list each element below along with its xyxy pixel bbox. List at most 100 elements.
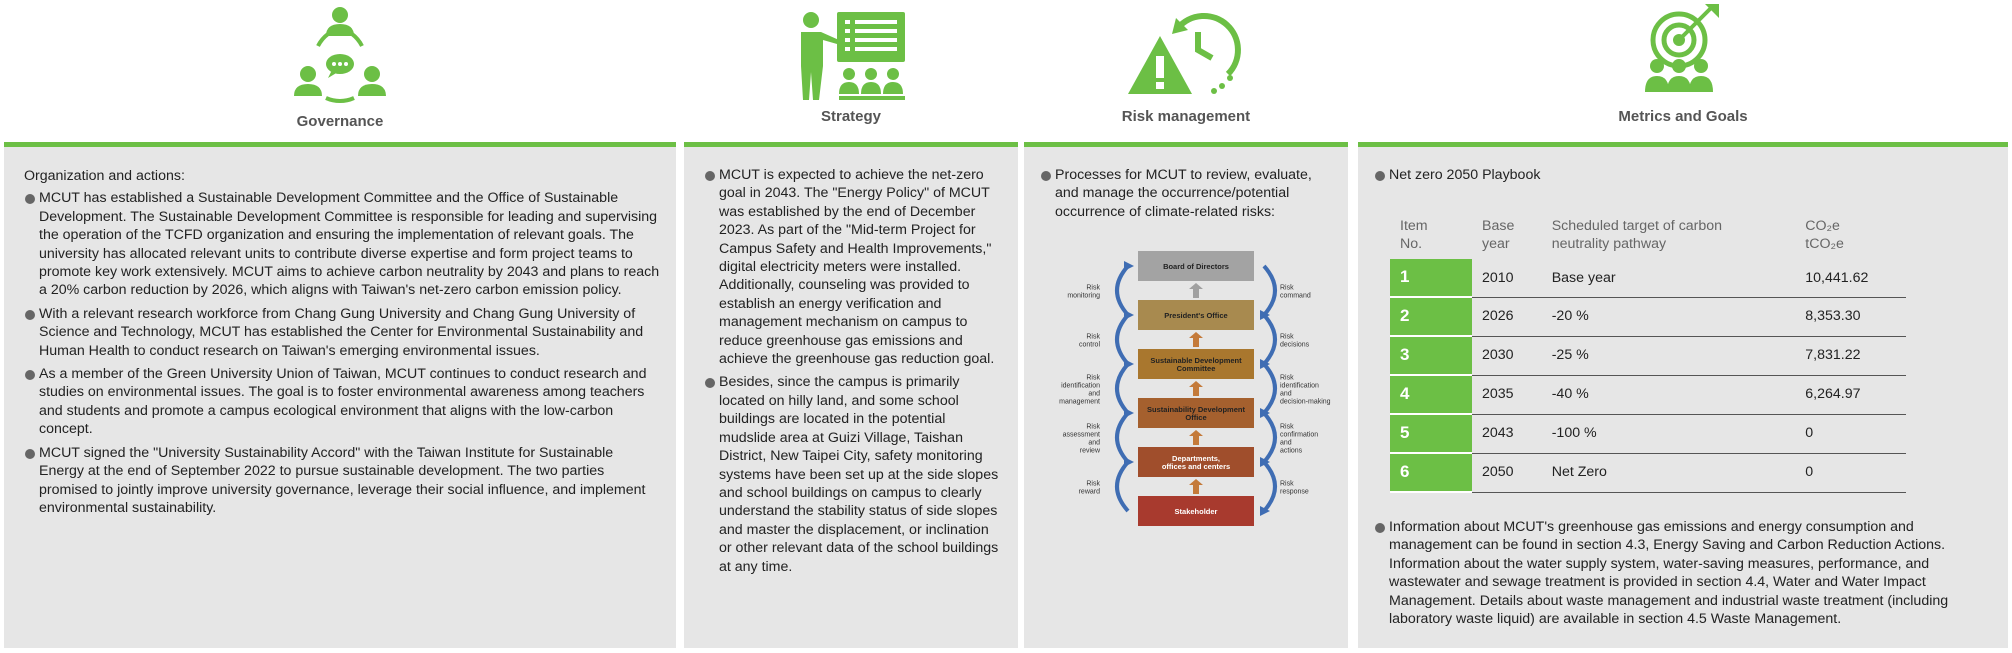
arrowhead-icon [1124,310,1134,320]
cycle-arrow-icon [1262,411,1277,464]
process-box: Board of Directors [1138,251,1254,281]
governance-accent-bar [4,142,676,147]
list-item: Information about MCUT's greenhouse gas … [1374,518,1986,628]
right-risk-label: and [1280,440,1292,447]
risk-column: Risk management Processes for MCUT to re… [1024,0,1348,653]
right-risk-label: response [1280,489,1309,496]
left-risk-label: and [1088,391,1100,398]
process-box-label: Committee [1177,364,1216,373]
bullet-icon [705,171,715,181]
up-arrow-icon [1189,381,1203,396]
left-risk-label: Risk [1086,481,1100,488]
bullet-icon [1375,523,1385,533]
list-item: MCUT has established a Sustainable Devel… [24,189,660,299]
governance-intro: Organization and actions: [24,168,185,184]
bullet-icon [25,309,35,320]
right-risk-label: Risk [1280,481,1294,488]
cycle-arrow-icon [1115,362,1130,415]
right-risk-label: command [1280,293,1311,300]
risk-title: Risk management [1121,108,1251,125]
process-box-label: Departments, [1172,454,1220,463]
bullet-icon [25,448,35,459]
governance-bullet-list: MCUT has established a Sustainable Devel… [24,189,660,517]
warning-clock-icon [1128,12,1241,94]
left-risk-label: management [1059,399,1100,406]
left-risk-label: identification [1061,383,1100,390]
strategy-title: Strategy [820,108,882,125]
metrics-title: Metrics and Goals [1618,108,1748,125]
left-risk-label: Risk [1086,424,1100,431]
right-risk-label: Risk [1280,334,1294,341]
list-item: With a relevant research workforce from … [24,305,660,360]
metrics-column: Metrics and Goals Net zero 2050 Playbook… [1358,0,2008,653]
metrics-bullet-list-top: Net zero 2050 Playbook [1374,166,1540,189]
left-risk-label: assessment [1063,432,1100,439]
up-arrow-icon [1189,479,1203,494]
cycle-arrow-icon [1262,264,1277,317]
left-risk-label: control [1079,342,1100,349]
list-item: MCUT is expected to achieve the net-zero… [704,166,1004,368]
up-arrow-icon [1189,430,1203,445]
cycle-arrow-icon [1262,460,1277,513]
arrowhead-icon [1124,457,1134,467]
metrics-header: Metrics and Goals [1358,0,2008,142]
left-risk-label: and [1088,440,1100,447]
process-box-label: Sustainable Development [1150,356,1242,365]
cycle-arrow-icon [1262,362,1277,415]
process-box-label: Sustainability Development [1147,405,1245,414]
process-box: Departments,offices and centers [1138,447,1254,477]
right-risk-label: and [1280,391,1292,398]
risk-header: Risk management [1024,0,1348,142]
people-meeting-icon [294,7,386,104]
strategy-bullet-list: MCUT is expected to achieve the net-zero… [704,166,1004,576]
process-box-label: Stakeholder [1175,507,1218,516]
governance-panel: Organization and actions: MCUT has estab… [4,147,676,648]
presentation-board-icon [801,12,905,100]
right-risk-label: actions [1280,448,1303,455]
list-item: As a member of the Green University Unio… [24,365,660,439]
cycle-arrow-icon [1115,460,1130,513]
governance-column: Governance Organization and actions: MCU… [4,0,676,653]
up-arrow-icon [1189,332,1203,347]
arrowhead-icon [1124,359,1134,369]
right-risk-label: Risk [1280,424,1294,431]
left-risk-label: Risk [1086,334,1100,341]
list-item: Net zero 2050 Playbook [1374,166,1540,184]
list-item: Processes for MCUT to review, evaluate, … [1040,166,1334,221]
up-arrow-icon [1189,283,1203,298]
right-risk-label: Risk [1280,285,1294,292]
strategy-accent-bar [684,142,1018,147]
right-risk-label: decision-making [1280,399,1331,406]
left-risk-label: Risk [1086,375,1100,382]
strategy-header: Strategy [684,0,1018,142]
left-risk-label: monitoring [1067,293,1100,300]
process-box-label: Board of Directors [1163,262,1229,271]
governance-header: Governance [4,0,676,142]
process-box: President's Office [1138,300,1254,330]
cycle-arrow-icon [1115,264,1130,317]
risk-accent-bar [1024,142,1348,147]
strategy-column: Strategy MCUT is expected to achieve the… [684,0,1018,653]
right-risk-label: confirmation [1280,432,1318,439]
process-box-label: President's Office [1164,311,1227,320]
right-risk-label: Risk [1280,375,1294,382]
risk-panel: Processes for MCUT to review, evaluate, … [1024,147,1348,648]
cycle-arrow-icon [1115,411,1130,464]
target-people-icon [1645,4,1719,92]
left-risk-label: reward [1079,489,1101,496]
bullet-icon [1375,171,1385,181]
list-item: Besides, since the campus is primarily l… [704,373,1004,575]
left-risk-label: Risk [1086,285,1100,292]
